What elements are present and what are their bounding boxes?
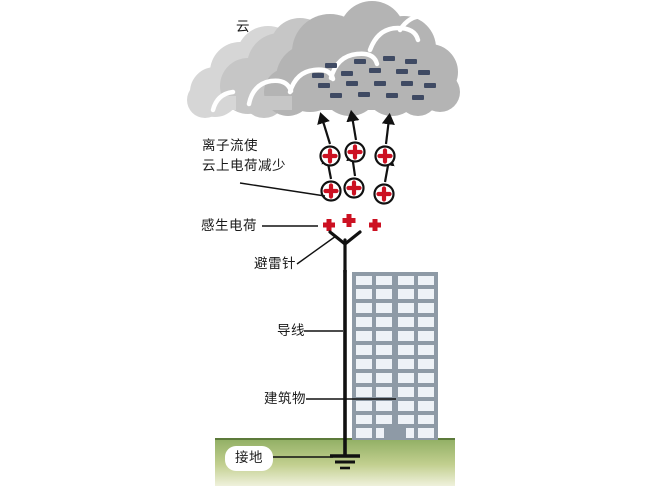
cloud-negative-charges <box>312 56 436 100</box>
label-ground: 接地 <box>225 446 273 471</box>
label-cloud: 云 <box>236 19 250 35</box>
building-door <box>386 424 404 438</box>
label-ion-flow-line2: 云上电荷减少 <box>202 158 286 174</box>
label-lightning-rod: 避雷针 <box>254 256 296 272</box>
cloud-shape <box>187 1 460 118</box>
label-building: 建筑物 <box>264 391 306 407</box>
induced-positive-charges <box>323 214 381 231</box>
ascending-positive-charges <box>319 141 396 205</box>
leader-lightning-rod <box>296 235 337 265</box>
label-induced-charge: 感生电荷 <box>201 218 257 234</box>
label-conductor-wire: 导线 <box>277 323 305 339</box>
lightning-rod <box>328 230 362 274</box>
earth-ground-symbol <box>330 454 360 470</box>
label-ion-flow-line1: 离子流使 <box>202 138 258 154</box>
leader-ion-flow <box>239 182 326 197</box>
building <box>352 272 438 440</box>
